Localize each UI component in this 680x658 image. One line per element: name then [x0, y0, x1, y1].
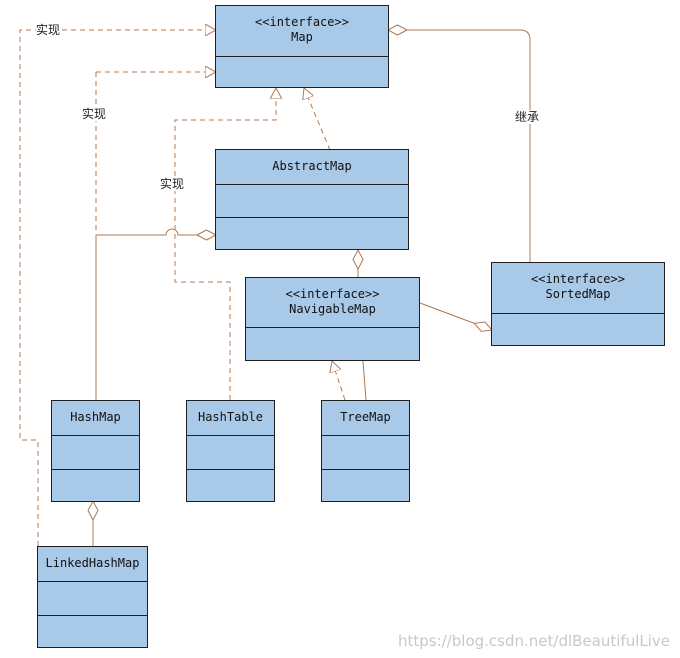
- linkedhashmap-attributes: [38, 582, 147, 616]
- implement-label-hashmap: 实现: [82, 107, 107, 121]
- linkedhashmap-class-name: LinkedHashMap: [45, 556, 140, 570]
- abstractmap-class-name: AbstractMap: [272, 159, 352, 173]
- abstractmap-class-header: AbstractMap: [216, 150, 408, 185]
- map-class-header: <<interface>> Map: [216, 6, 388, 57]
- hashtable-attributes: [187, 436, 274, 470]
- linkedhashmap-class-header: LinkedHashMap: [38, 547, 147, 582]
- navigablemap-stereotype: <<interface>>: [285, 287, 380, 301]
- sortedmap-stereotype: <<interface>>: [531, 272, 625, 286]
- implement-label-linkedhashmap: 实现: [36, 23, 61, 37]
- hashmap-class-header: HashMap: [52, 401, 139, 436]
- treemap-class-name: TreeMap: [340, 410, 391, 424]
- treemap-realizes-navigablemap: [332, 361, 346, 401]
- hashmap-class-name: HashMap: [70, 410, 121, 424]
- treemap-navigablemap-link: [362, 360, 367, 401]
- hashtable-class-header: HashTable: [187, 401, 274, 436]
- treemap-class-header: TreeMap: [322, 401, 409, 436]
- navigablemap-sortedmap-link: [419, 302, 492, 330]
- abstractmap-attributes: [216, 185, 408, 218]
- abstractmap-realizes-map: [304, 88, 331, 151]
- map-class-name: Map: [291, 30, 313, 44]
- treemap-class-box[interactable]: TreeMap: [321, 400, 410, 502]
- hashtable-realizes-map: [174, 88, 276, 400]
- sortedmap-class-header: <<interface>> SortedMap: [492, 263, 664, 314]
- sortedmap-class-box[interactable]: <<interface>> SortedMap: [491, 262, 665, 346]
- inherit-label-sortedmap: 继承: [515, 110, 540, 124]
- hashmap-class-box[interactable]: HashMap: [51, 400, 140, 502]
- navigablemap-class-name: NavigableMap: [289, 302, 376, 316]
- hashmap-attributes: [52, 436, 139, 470]
- watermark: https://blog.csdn.net/dlBeautifulLive: [398, 632, 670, 650]
- navigablemap-class-header: <<interface>> NavigableMap: [246, 278, 419, 328]
- sortedmap-inherits-map: [388, 30, 531, 262]
- navigablemap-class-box[interactable]: <<interface>> NavigableMap: [245, 277, 420, 361]
- hashtable-class-name: HashTable: [197, 410, 264, 424]
- sortedmap-class-name: SortedMap: [545, 287, 611, 301]
- hashtable-class-box[interactable]: HashTable: [186, 400, 275, 502]
- implement-label-hashtable: 实现: [160, 177, 185, 191]
- map-class-box[interactable]: <<interface>> Map: [215, 5, 389, 88]
- treemap-attributes: [322, 436, 409, 470]
- linkedhashmap-class-box[interactable]: LinkedHashMap: [37, 546, 148, 648]
- map-stereotype: <<interface>>: [255, 15, 349, 29]
- abstractmap-class-box[interactable]: AbstractMap: [215, 149, 409, 250]
- hashmap-extends-abstractmap: [95, 228, 216, 400]
